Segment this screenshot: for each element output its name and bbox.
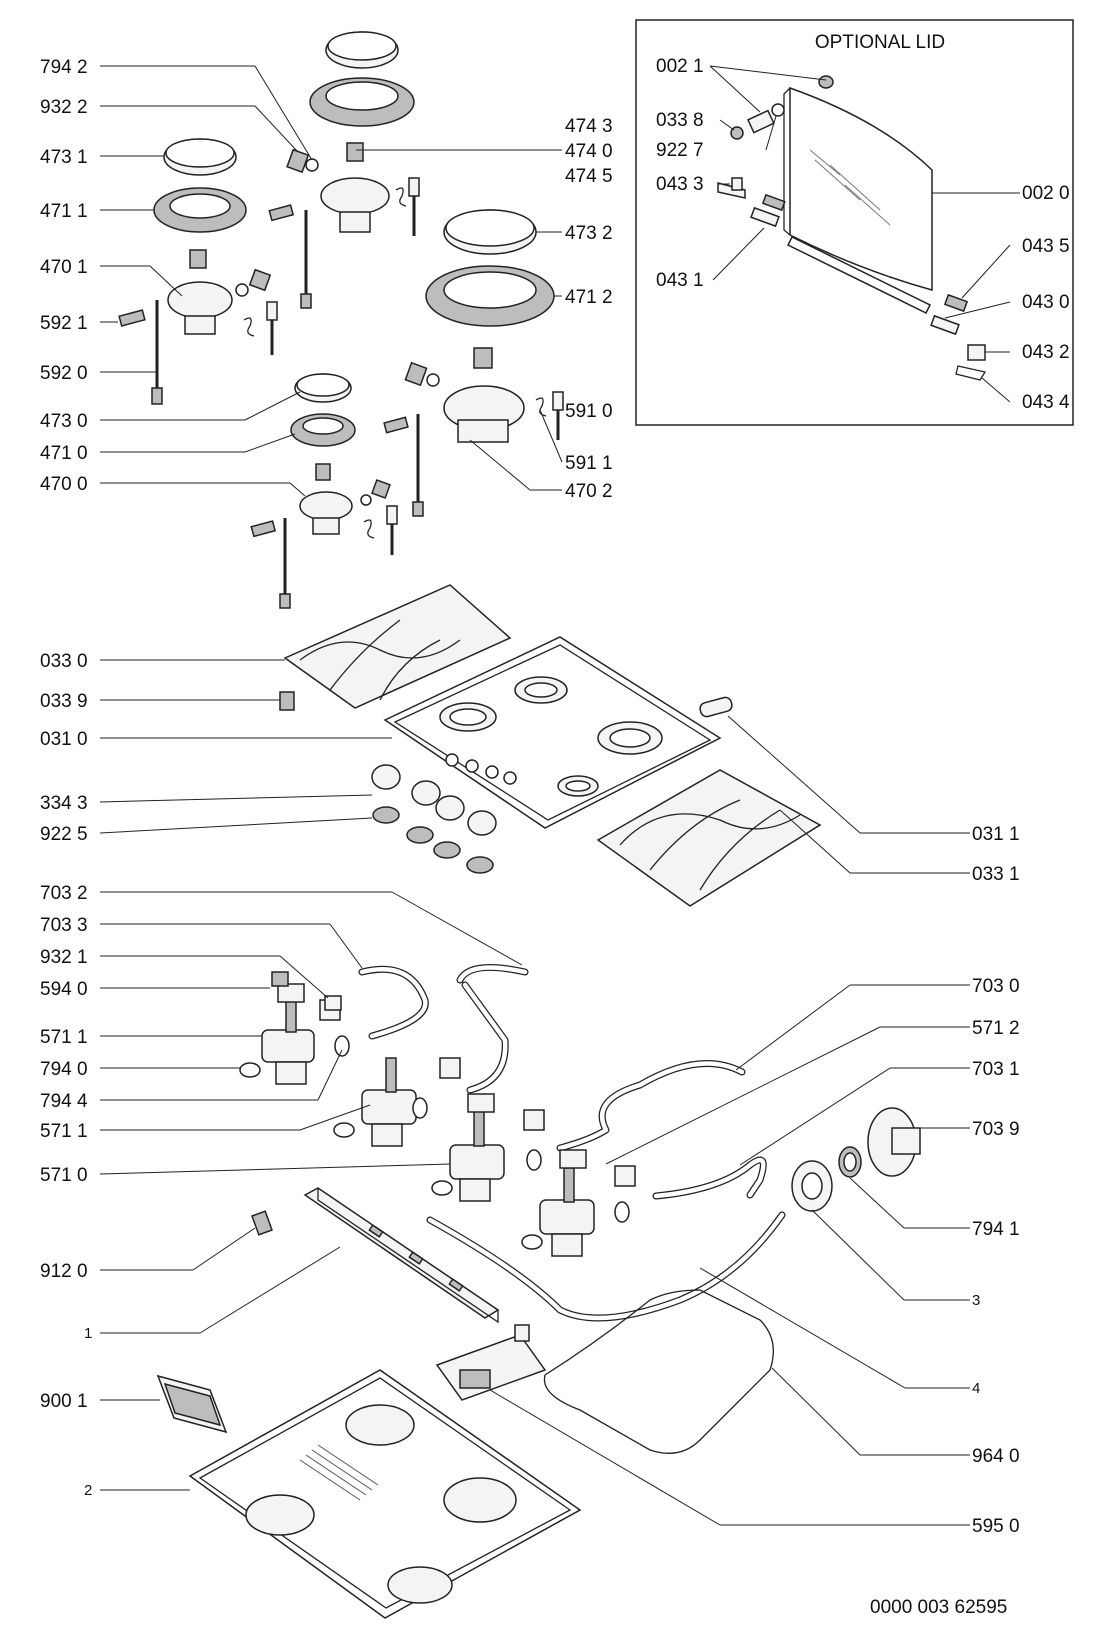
lid-glass-panel — [783, 86, 933, 291]
label-912-0: 912 0 — [40, 1261, 88, 1282]
label-043-0: 043 0 — [1022, 292, 1070, 313]
label-1: 1 — [84, 1325, 92, 1342]
hob-top-and-grates — [279, 584, 822, 907]
label-964-0: 964 0 — [972, 1446, 1020, 1467]
label-471-1: 471 1 — [40, 201, 88, 222]
base-leaders — [100, 1227, 970, 1526]
base-assembly — [156, 1187, 774, 1619]
label-002-0: 002 0 — [1022, 183, 1070, 204]
label-703-2: 703 2 — [40, 883, 88, 904]
label-3: 3 — [972, 1292, 980, 1309]
label-595-0: 595 0 — [972, 1516, 1020, 1537]
label-031-1: 031 1 — [972, 824, 1020, 845]
label-591-1: 591 1 — [565, 453, 613, 474]
label-043-4: 043 4 — [1022, 392, 1070, 413]
label-794-0: 794 0 — [40, 1059, 88, 1080]
label-334-3: 334 3 — [40, 793, 88, 814]
label-002-1: 002 1 — [656, 56, 704, 77]
label-591-0: 591 0 — [565, 401, 613, 422]
label-794-4: 794 4 — [40, 1091, 88, 1112]
gas-valves-and-tubes — [239, 964, 921, 1322]
label-703-1: 703 1 — [972, 1059, 1020, 1080]
label-033-1: 033 1 — [972, 864, 1020, 885]
label-794-2: 794 2 — [40, 57, 88, 78]
label-932-2: 932 2 — [40, 97, 88, 118]
label-594-0: 594 0 — [40, 979, 88, 1000]
label-470-1: 470 1 — [40, 257, 88, 278]
hob-leaders — [99, 659, 970, 874]
label-571-1-a: 571 1 — [40, 1027, 88, 1048]
burner-leaders — [100, 65, 563, 497]
label-473-2: 473 2 — [565, 223, 613, 244]
label-470-0: 470 0 — [40, 474, 88, 495]
label-043-3: 043 3 — [656, 174, 704, 195]
label-043-1: 043 1 — [656, 270, 704, 291]
label-474-3: 474 3 — [565, 116, 613, 137]
burner-parts — [118, 31, 564, 609]
label-033-0: 033 0 — [40, 651, 88, 672]
label-922-7: 922 7 — [656, 140, 704, 161]
inset-title: OPTIONAL LID — [815, 32, 945, 53]
label-474-0: 474 0 — [565, 141, 613, 162]
lid-leaders — [709, 65, 1020, 403]
label-474-5: 474 5 — [565, 166, 613, 187]
label-703-0: 703 0 — [972, 976, 1020, 997]
label-033-8: 033 8 — [656, 110, 704, 131]
label-703-9: 703 9 — [972, 1119, 1020, 1140]
label-031-0: 031 0 — [40, 729, 88, 750]
label-473-1: 473 1 — [40, 147, 88, 168]
label-900-1: 900 1 — [40, 1391, 88, 1412]
label-922-5: 922 5 — [40, 824, 88, 845]
lid-small-parts — [717, 75, 987, 381]
label-033-9: 033 9 — [40, 691, 88, 712]
label-470-2: 470 2 — [565, 481, 613, 502]
label-471-0: 471 0 — [40, 443, 88, 464]
label-703-3: 703 3 — [40, 915, 88, 936]
label-571-2: 571 2 — [972, 1018, 1020, 1039]
label-043-2: 043 2 — [1022, 342, 1070, 363]
label-043-5: 043 5 — [1022, 236, 1070, 257]
label-794-1: 794 1 — [972, 1219, 1020, 1240]
label-571-0: 571 0 — [40, 1165, 88, 1186]
label-4: 4 — [972, 1380, 980, 1397]
label-473-0: 473 0 — [40, 411, 88, 432]
optional-lid-inset: OPTIONAL LID — [635, 19, 1074, 426]
label-471-2: 471 2 — [565, 287, 613, 308]
label-2: 2 — [84, 1482, 92, 1499]
label-592-1: 592 1 — [40, 313, 88, 334]
label-932-1: 932 1 — [40, 947, 88, 968]
label-571-1-b: 571 1 — [40, 1121, 88, 1142]
label-592-0: 592 0 — [40, 363, 88, 384]
valve-leaders — [99, 891, 970, 1301]
document-number: 0000 003 62595 — [870, 1597, 1007, 1618]
